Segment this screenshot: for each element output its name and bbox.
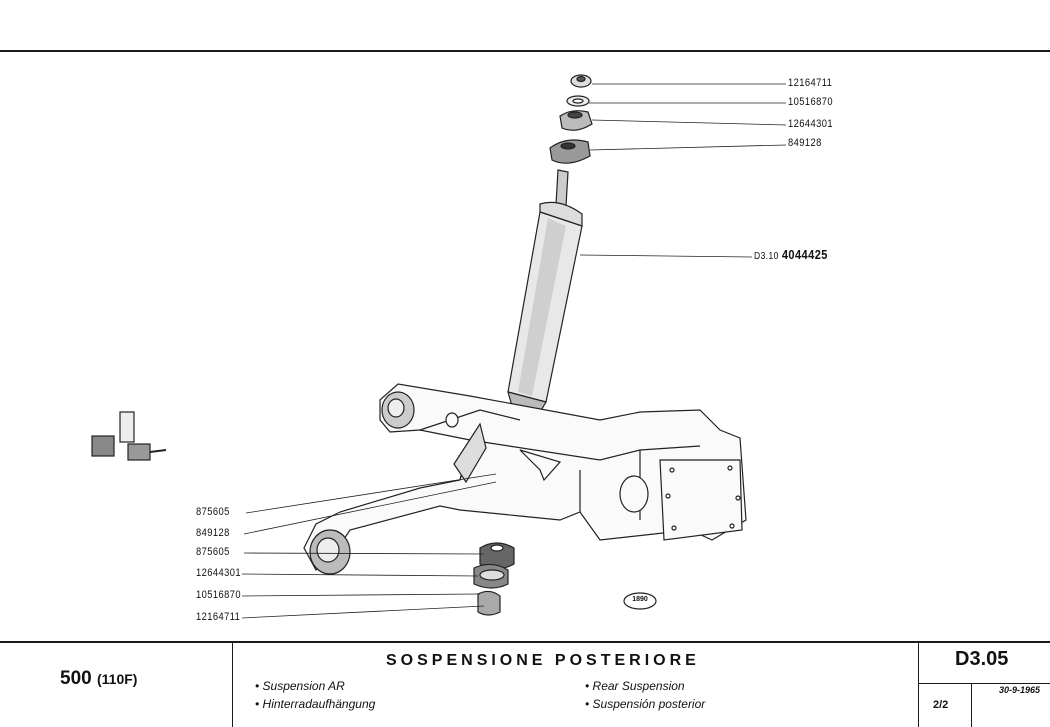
suspension-exploded-drawing (91, 74, 787, 619)
callout-top-4: 849128 (788, 137, 822, 149)
subtitle-german: • Hinterradaufhängung (255, 697, 376, 711)
footer-code-rule (918, 683, 1050, 684)
page-title: SOSPENSIONE POSTERIORE (386, 652, 700, 669)
top-washer-icon (566, 95, 590, 107)
subtitle-english: • Rear Suspension (585, 679, 685, 693)
callout-left-5: 10516870 (196, 589, 242, 601)
callout-left-6: 12164711 (196, 611, 241, 623)
lower-hardware-stack-icon (473, 542, 515, 616)
callout-left-4: 12644301 (196, 567, 242, 579)
model-number: 500 (60, 668, 92, 689)
footer-rule (0, 641, 1050, 643)
top-rule (0, 50, 1050, 52)
callout-top-1: 12164711 (788, 77, 833, 89)
subtitle-french: • Suspension AR (255, 679, 345, 693)
callout-left-2: 849128 (196, 527, 230, 539)
drawing-stamp-badge (623, 592, 657, 610)
shock-part-number: 4044425 (781, 247, 828, 262)
callout-left-3: 875605 (196, 546, 230, 558)
arm-pivot-bushing-icon (309, 391, 415, 575)
issue-date: 30-9-1965 (999, 685, 1041, 695)
section-code: D3.05 (955, 648, 1009, 670)
model-variant: (110F) (96, 671, 138, 687)
suspension-arm-icon (303, 383, 747, 571)
footer-divider-left (232, 643, 233, 727)
drawing-stamp: 1890 (632, 596, 648, 603)
cross-reference: D3.10 (754, 251, 779, 262)
footer-divider-right (918, 643, 919, 727)
shock-absorber-callout: D3.10 4044425 (754, 247, 828, 262)
callout-top-2: 10516870 (788, 96, 834, 108)
top-rubber-pad-icon (549, 139, 591, 164)
top-nut-icon (570, 74, 592, 88)
footer-sheet-divider (971, 683, 972, 727)
callout-left-1: 875605 (196, 506, 230, 518)
sheet-number: 2/2 (933, 699, 949, 711)
callout-top-3: 12644301 (788, 118, 834, 130)
location-inset-icon (91, 411, 167, 461)
model-name: 500 (110F) (60, 668, 137, 690)
top-bushing-icon (559, 110, 593, 131)
subtitle-spanish: • Suspensión posterior (585, 697, 706, 711)
